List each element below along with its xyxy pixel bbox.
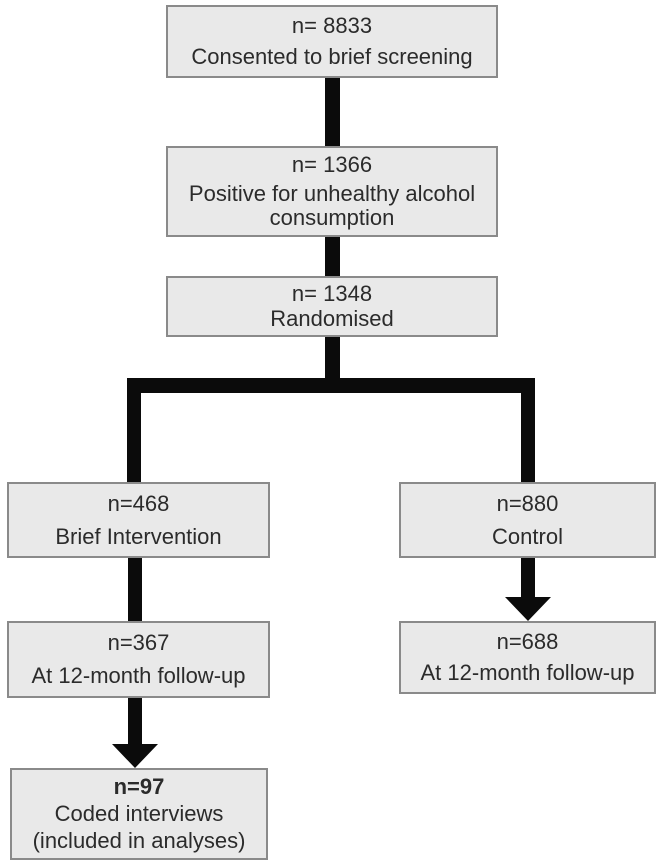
- box-bi-12-month-followup: n=367 At 12-month follow-up: [7, 621, 270, 698]
- box-coded-interviews: n=97 Coded interviews (included in analy…: [10, 768, 268, 860]
- participant-count: n= 8833: [291, 12, 373, 38]
- flow-line-control-followup: [521, 552, 535, 598]
- box-label: Consented to brief screening: [191, 44, 473, 70]
- box-consented-screening: n= 8833 Consented to brief screening: [166, 5, 498, 78]
- box-label: At 12-month follow-up: [31, 663, 246, 689]
- participant-count: n=468: [107, 490, 170, 516]
- participant-count: n= 1348: [291, 280, 373, 306]
- box-label: Coded interviews: [54, 800, 224, 826]
- participant-count: n=97: [113, 773, 165, 799]
- box-brief-intervention: n=468 Brief Intervention: [7, 482, 270, 558]
- box-sublabel: (included in analyses): [32, 828, 246, 854]
- box-control: n=880 Control: [399, 482, 656, 558]
- box-label: Brief Intervention: [55, 523, 222, 549]
- participant-count: n=367: [107, 629, 170, 655]
- flow-line-branch-left: [127, 378, 141, 486]
- flow-line-positive-randomised: [325, 232, 340, 282]
- box-label: Positive for unhealthy alcohol consumpti…: [188, 180, 476, 230]
- box-randomised: n= 1348 Randomised: [166, 276, 498, 337]
- arrow-down-icon: [505, 597, 551, 621]
- box-label: Randomised: [270, 306, 394, 332]
- box-positive-unhealthy-alcohol: n= 1366 Positive for unhealthy alcohol c…: [166, 146, 498, 237]
- flow-line-branch-bar: [127, 378, 535, 393]
- flow-line-bi-followup: [128, 552, 142, 626]
- box-label: At 12-month follow-up: [420, 660, 635, 686]
- participant-count: n= 1366: [291, 152, 373, 178]
- flow-line-followup-coded: [128, 692, 142, 745]
- box-label: Control: [492, 523, 563, 549]
- participant-count: n=880: [496, 490, 559, 516]
- box-control-12-month-followup: n=688 At 12-month follow-up: [399, 621, 656, 694]
- flow-line-branch-right: [521, 378, 535, 486]
- participant-count: n=688: [496, 628, 559, 654]
- flow-line-randomised-branch: [325, 332, 340, 384]
- arrow-down-icon: [112, 744, 158, 768]
- flow-line-screening-positive: [325, 72, 340, 152]
